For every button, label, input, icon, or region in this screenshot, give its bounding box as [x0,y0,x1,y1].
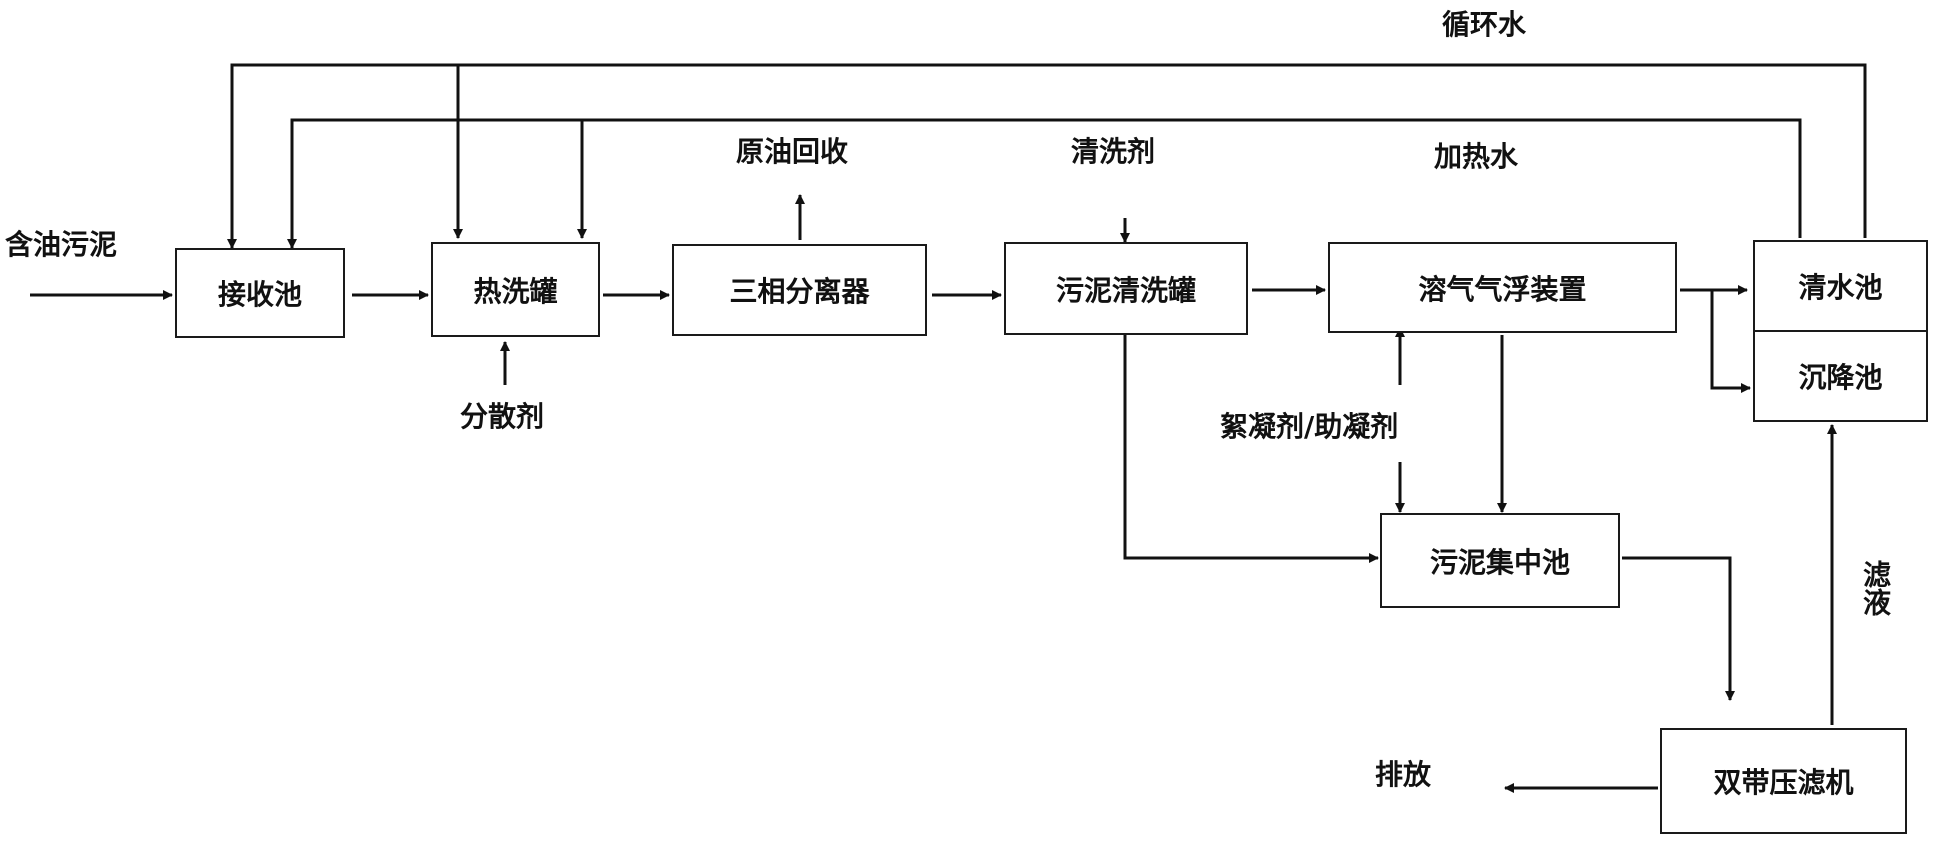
three-phase-separator-label: 三相分离器 [729,275,870,308]
recycled-water-label: 循环水 [1442,8,1527,41]
sludge-wash-tank-box: 污泥清洗罐 [1004,242,1248,335]
sludge-collection-tank-label: 污泥集中池 [1429,545,1570,579]
washer-sludge-to-collection [1123,335,1379,563]
daf-unit-label: 溶气气浮装置 [1418,272,1587,306]
arrow-to-settling [1710,290,1751,393]
flocculant-label: 絮凝剂/助凝剂 [1220,410,1399,443]
receiving-tank-label: 接收池 [217,278,302,311]
discharge-label: 排放 [1375,758,1432,791]
hot-wash-tank-box: 热洗罐 [431,242,600,337]
cleaning-agent-label: 清洗剂 [1071,135,1156,168]
clear-water-tank-box: 清水池 [1753,240,1928,332]
clear-water-tank-label: 清水池 [1798,271,1883,304]
dispersant-label: 分散剂 [460,400,545,433]
heated-water-label: 加热水 [1434,140,1519,173]
settling-tank-box: 沉降池 [1753,330,1928,422]
settling-tank-label: 沉降池 [1798,361,1883,394]
hot-wash-tank-label: 热洗罐 [473,274,558,308]
heated-water-return-to-receiving [287,118,1802,249]
belt-filter-press-label: 双带压滤机 [1713,766,1854,799]
receiving-tank-box: 接收池 [175,248,345,338]
three-phase-separator-box: 三相分离器 [672,244,927,336]
oily-sludge-label: 含油污泥 [5,228,118,261]
sludge-collection-tank-box: 污泥集中池 [1380,513,1620,608]
collection-to-filter-press [1622,556,1735,701]
recycled-water-return-to-receiving [227,63,1867,249]
daf-unit-box: 溶气气浮装置 [1328,242,1677,333]
sludge-wash-tank-label: 污泥清洗罐 [1055,273,1196,307]
filtrate-label: 滤液 [1859,560,1892,616]
belt-filter-press-box: 双带压滤机 [1660,728,1907,834]
crude-oil-recovery-label: 原油回收 [736,135,849,168]
